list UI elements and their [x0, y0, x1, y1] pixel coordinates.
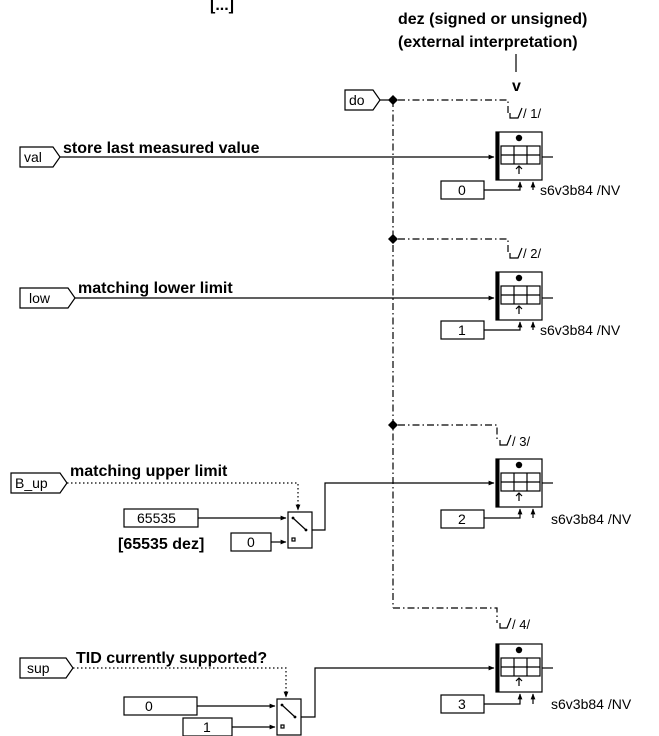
block-2-index-box[interactable]: 1: [440, 320, 485, 340]
const-65535-note: [65535 dez]: [118, 536, 204, 553]
signal-b-up-wire: [67, 482, 301, 511]
trigger-branch-3: [398, 424, 498, 440]
step-marker-3: [499, 434, 512, 446]
signal-sup-label: TID currently supported?: [76, 650, 267, 667]
annotation-line2: (external interpretation): [398, 34, 578, 51]
step-marker-2: [509, 247, 523, 259]
step-label-1: / 1/: [523, 106, 541, 121]
step-label-2: / 2/: [523, 246, 541, 261]
block-4-index-box[interactable]: 3: [440, 694, 485, 714]
block-4-name: s6v3b84 /NV: [551, 696, 632, 712]
trigger-branch-1: [398, 99, 509, 113]
block-2-name: s6v3b84 /NV: [540, 322, 621, 338]
input-low[interactable]: low: [19, 287, 76, 309]
block-4-index: 3: [458, 696, 466, 712]
block-1-index-wire: [484, 181, 523, 191]
const-b-up-select: 0: [247, 534, 255, 550]
junction-3: [388, 420, 398, 430]
input-sup-label: sup: [27, 660, 50, 676]
const-65535-box[interactable]: 65535: [123, 508, 199, 528]
memory-block-1[interactable]: [495, 131, 543, 181]
header-title-partial: [...]: [210, 0, 234, 14]
switch-sup-output: [301, 665, 495, 718]
memory-block-3[interactable]: [495, 458, 543, 508]
input-sup[interactable]: sup: [19, 657, 74, 679]
signal-low-label: matching lower limit: [78, 280, 233, 297]
block-3-index-box[interactable]: 2: [440, 509, 485, 529]
junction-2: [388, 234, 398, 244]
switch-b-up[interactable]: [287, 511, 313, 549]
const-sup-a: 0: [145, 698, 153, 714]
block-1-name: s6v3b84 /NV: [540, 182, 621, 198]
trigger-branch-4: [393, 607, 498, 623]
block-2-index-wire: [484, 321, 523, 331]
step-marker-4: [499, 617, 512, 629]
input-low-label: low: [29, 290, 51, 306]
trigger-do[interactable]: do: [344, 89, 381, 111]
block-1-index: 0: [458, 182, 466, 198]
const-65535: 65535: [137, 510, 176, 526]
annotation-line1: dez (signed or unsigned): [398, 11, 587, 28]
signal-val-label: store last measured value: [63, 140, 260, 157]
step-marker-1: [509, 107, 523, 119]
input-b-up-label: B_up: [15, 475, 48, 491]
input-b-up[interactable]: B_up: [10, 472, 68, 494]
step-label-4: / 4/: [512, 617, 530, 632]
input-val[interactable]: val: [19, 146, 61, 168]
const-sup-b: 1: [203, 719, 211, 735]
block-3-index-wire: [484, 508, 523, 519]
memory-block-4[interactable]: [495, 643, 543, 693]
trigger-branch-2: [398, 238, 509, 253]
trigger-do-label: do: [349, 92, 365, 108]
block-4-index-wire: [484, 693, 523, 705]
block-2-index: 1: [458, 322, 466, 338]
const-b-up-select-box[interactable]: 0: [230, 532, 272, 552]
const-sup-b-box[interactable]: 1: [182, 717, 233, 736]
block-3-index: 2: [458, 511, 466, 527]
block-3-name: s6v3b84 /NV: [551, 511, 632, 527]
annotation-v: v: [512, 78, 521, 95]
const-sup-a-box[interactable]: 0: [123, 696, 198, 716]
memory-block-2[interactable]: [495, 271, 543, 321]
input-val-label: val: [24, 149, 42, 165]
signal-b-up-label: matching upper limit: [70, 463, 228, 480]
step-label-3: / 3/: [512, 434, 530, 449]
signal-sup-wire: [73, 667, 289, 698]
switch-sup[interactable]: [276, 698, 302, 736]
junction-1: [388, 95, 398, 105]
block-1-index-box[interactable]: 0: [440, 180, 485, 200]
switch-b-up-output: [312, 480, 495, 531]
